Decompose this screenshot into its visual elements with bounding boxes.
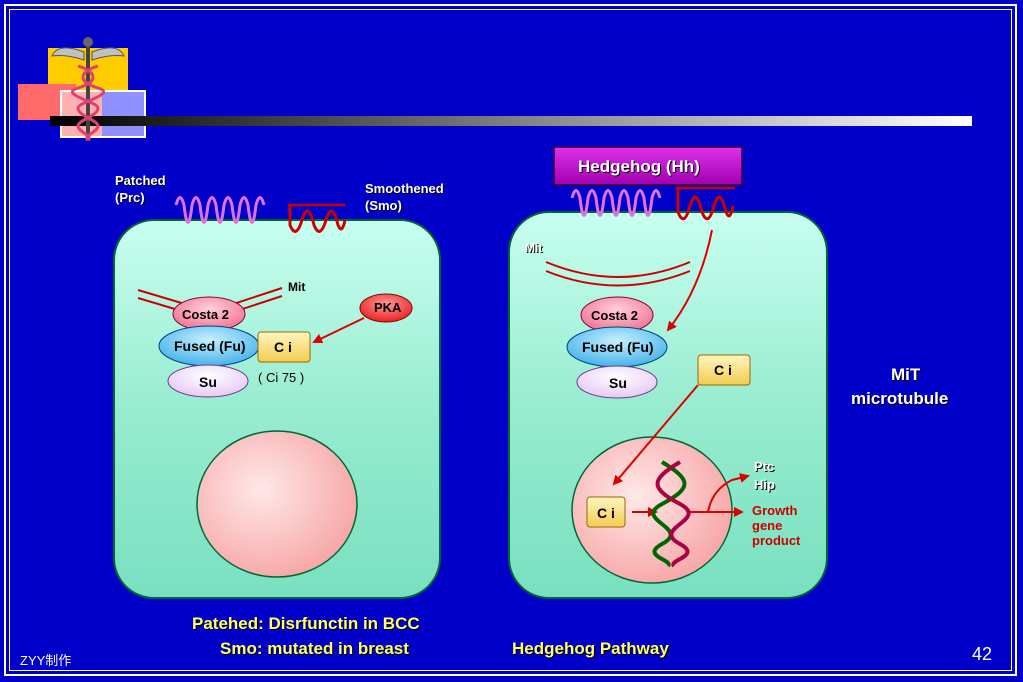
left-mit-label: Mit: [288, 280, 306, 294]
left-smoothened-label: Smoothened: [365, 181, 444, 196]
left-su-label: Su: [199, 374, 217, 390]
page-number: 42: [972, 644, 993, 664]
slide-outer-border: [4, 4, 1017, 676]
caduceus-icon: [51, 37, 125, 142]
right-ci-nucleus-label: C i: [597, 505, 615, 521]
mit-note-definition: microtubule: [851, 389, 949, 408]
product-label: product: [752, 533, 801, 548]
hedgehog-box: [553, 146, 743, 186]
left-ci-label: C i: [274, 339, 292, 355]
ptc-arrow: [707, 473, 750, 513]
growth-label: Growth: [752, 503, 798, 518]
title-underline-bar: [50, 116, 972, 126]
right-patched-receptor: [570, 189, 662, 217]
dna-helix-icon: [651, 460, 691, 568]
smo-to-costa-arrow: [666, 229, 713, 332]
gene-label: gene: [752, 518, 783, 533]
left-pka-shape: [359, 293, 413, 323]
left-pka-label: PKA: [374, 300, 402, 315]
mit-note-title: MiT: [891, 365, 921, 384]
caption-patched: Patehed: Disrfunctin in BCC: [192, 614, 420, 633]
left-patched-receptor: [174, 196, 266, 224]
left-smoothened-receptor: [288, 203, 347, 233]
left-ci-shape: [257, 331, 311, 363]
ptc-label: Ptc: [754, 459, 775, 474]
right-ci-cyto-label: C i: [714, 362, 732, 378]
left-patched-abbr: (Prc): [115, 190, 145, 205]
right-ci-nucleus-shape: [586, 496, 626, 528]
right-costa-label: Costa 2: [591, 308, 638, 323]
left-smoothened-abbr: (Smo): [365, 198, 402, 213]
left-patched-label: Patched: [115, 173, 166, 188]
right-smoothened-receptor: [676, 186, 735, 221]
right-ci-cyto-shape: [697, 354, 751, 386]
caption-title: Hedgehog Pathway: [512, 639, 669, 658]
left-fused-label: Fused (Fu): [174, 338, 246, 354]
left-ci75-label: ( Ci 75 ): [258, 370, 305, 385]
left-nucleus: [196, 430, 358, 578]
ci-translocation-arrow: [612, 384, 699, 486]
caption-smo: Smo: mutated in breast: [220, 639, 409, 658]
left-su-shape: [167, 364, 249, 398]
right-mit-label: Mit: [525, 241, 543, 255]
left-costa-label: Costa 2: [182, 307, 229, 322]
slide-inner-border: [9, 9, 1012, 671]
right-su-label: Su: [609, 375, 627, 391]
pka-arrow: [312, 317, 365, 344]
hip-label: Hip: [754, 477, 775, 492]
right-su-shape: [576, 365, 658, 399]
right-microtubule-lines: [545, 261, 691, 287]
hedgehog-label: Hedgehog (Hh): [578, 157, 700, 176]
footer-credit: ZYY制作: [20, 653, 72, 668]
right-fused-label: Fused (Fu): [582, 339, 654, 355]
